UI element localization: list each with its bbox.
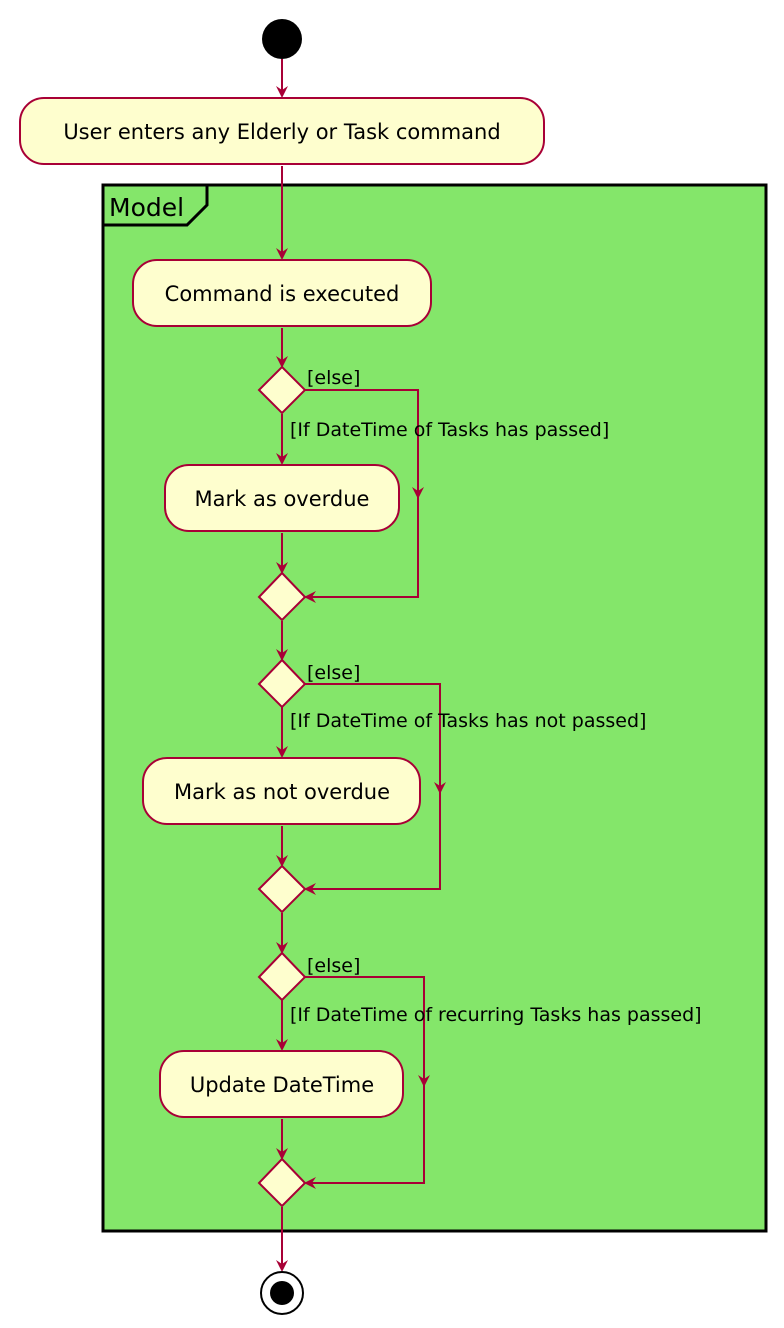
end-node-inner xyxy=(270,1281,294,1305)
edge-decision-3-else xyxy=(305,976,425,1085)
edge-decision-2-else xyxy=(305,683,441,792)
model-frame-title: Model xyxy=(109,193,184,222)
merge-diamond-2 xyxy=(257,864,307,914)
decision-diamond-1 xyxy=(257,365,307,415)
action-user-enters xyxy=(19,97,545,165)
guard-cond-2: [If DateTime of Tasks has not passed] xyxy=(290,710,646,732)
edge-decision-2-else-to-merge xyxy=(304,792,441,895)
edge-decision-3-else-to-merge xyxy=(304,1085,425,1189)
action-mark-overdue-label: Mark as overdue xyxy=(195,487,370,511)
guard-else-1: [else] xyxy=(307,367,360,389)
action-command-executed-label: Command is executed xyxy=(165,282,400,306)
edge-decision-1-else-to-merge xyxy=(304,497,419,603)
edge-decision-1-else xyxy=(305,389,419,497)
action-command-executed xyxy=(132,259,432,327)
action-update-datetime xyxy=(159,1050,404,1118)
action-mark-overdue xyxy=(164,464,400,532)
merge-diamond-1 xyxy=(257,571,307,622)
guard-cond-1: [If DateTime of Tasks has passed] xyxy=(290,419,609,441)
decision-diamond-3 xyxy=(257,951,307,1002)
start-node xyxy=(262,19,302,59)
guard-cond-3: [If DateTime of recurring Tasks has pass… xyxy=(290,1004,702,1026)
action-mark-not-overdue xyxy=(142,757,421,825)
action-update-datetime-label: Update DateTime xyxy=(190,1073,374,1097)
action-mark-not-overdue-label: Mark as not overdue xyxy=(174,780,390,804)
guard-else-2: [else] xyxy=(307,662,360,684)
guard-else-3: [else] xyxy=(307,955,360,977)
model-frame-tab xyxy=(103,185,209,227)
decision-diamond-2 xyxy=(257,658,307,709)
action-user-enters-label: User enters any Elderly or Task command xyxy=(63,120,500,144)
merge-diamond-3 xyxy=(257,1157,307,1208)
